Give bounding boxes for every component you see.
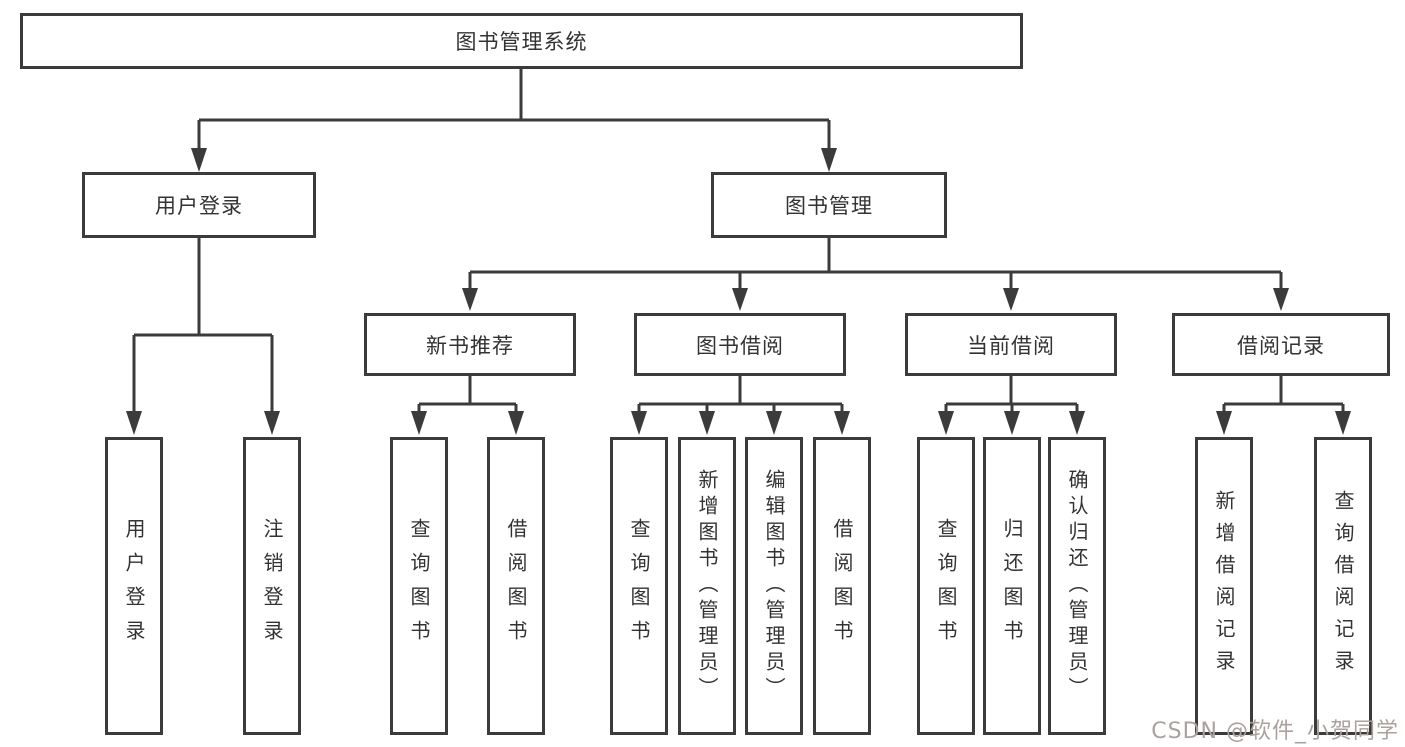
leaf-borrowing-edit-books-admin: 编辑图书（管理员）: [745, 437, 803, 735]
leaf-label: 查询图书: [627, 518, 651, 654]
leaf-current-query-books: 查询图书: [917, 437, 975, 735]
node-label: 新书推荐: [426, 333, 514, 358]
node-book-management: 图书管理: [711, 172, 947, 238]
leaf-label: 新增图书（管理员）: [695, 469, 719, 703]
leaf-current-confirm-return-admin: 确认归还（管理员）: [1048, 437, 1106, 735]
leaf-borrowing-add-books-admin: 新增图书（管理员）: [678, 437, 736, 735]
leaf-records-add-record: 新增借阅记录: [1195, 437, 1253, 735]
leaf-recommend-query-books: 查询图书: [390, 437, 448, 735]
node-new-book-recommend: 新书推荐: [364, 313, 576, 376]
node-label: 图书管理: [785, 194, 873, 218]
leaf-records-query-record: 查询借阅记录: [1314, 437, 1372, 735]
node-label: 当前借阅: [967, 333, 1055, 358]
node-borrowing-records: 借阅记录: [1172, 313, 1390, 376]
leaf-label: 查询图书: [407, 518, 431, 654]
leaf-borrowing-borrow-books: 借阅图书: [813, 437, 871, 735]
leaf-label: 新增借阅记录: [1212, 490, 1236, 682]
node-label: 用户登录: [155, 194, 243, 218]
leaf-current-return-books: 归还图书: [983, 437, 1041, 735]
leaf-logout: 注销登录: [243, 437, 301, 735]
node-label: 图书管理系统: [455, 30, 588, 54]
node-current-borrowing: 当前借阅: [905, 313, 1117, 376]
leaf-recommend-borrow-books: 借阅图书: [487, 437, 545, 735]
node-user-login: 用户登录: [82, 172, 316, 238]
leaf-label: 借阅图书: [830, 518, 854, 654]
leaf-label: 编辑图书（管理员）: [762, 469, 786, 703]
leaf-label: 注销登录: [260, 518, 284, 654]
node-library-management-system: 图书管理系统: [20, 13, 1023, 69]
node-book-borrowing: 图书借阅: [634, 313, 846, 376]
csdn-watermark: CSDN @软件_小贺同学: [1151, 719, 1399, 744]
leaf-label: 查询图书: [934, 518, 958, 654]
leaf-label: 用户登录: [122, 518, 146, 654]
leaf-label: 确认归还（管理员）: [1065, 469, 1089, 703]
leaf-borrowing-query-books: 查询图书: [610, 437, 668, 735]
leaf-label: 借阅图书: [504, 518, 528, 654]
node-label: 借阅记录: [1237, 333, 1325, 358]
leaf-label: 查询借阅记录: [1331, 490, 1355, 682]
node-label: 图书借阅: [696, 333, 784, 358]
leaf-user-login: 用户登录: [105, 437, 163, 735]
leaf-label: 归还图书: [1000, 518, 1024, 654]
